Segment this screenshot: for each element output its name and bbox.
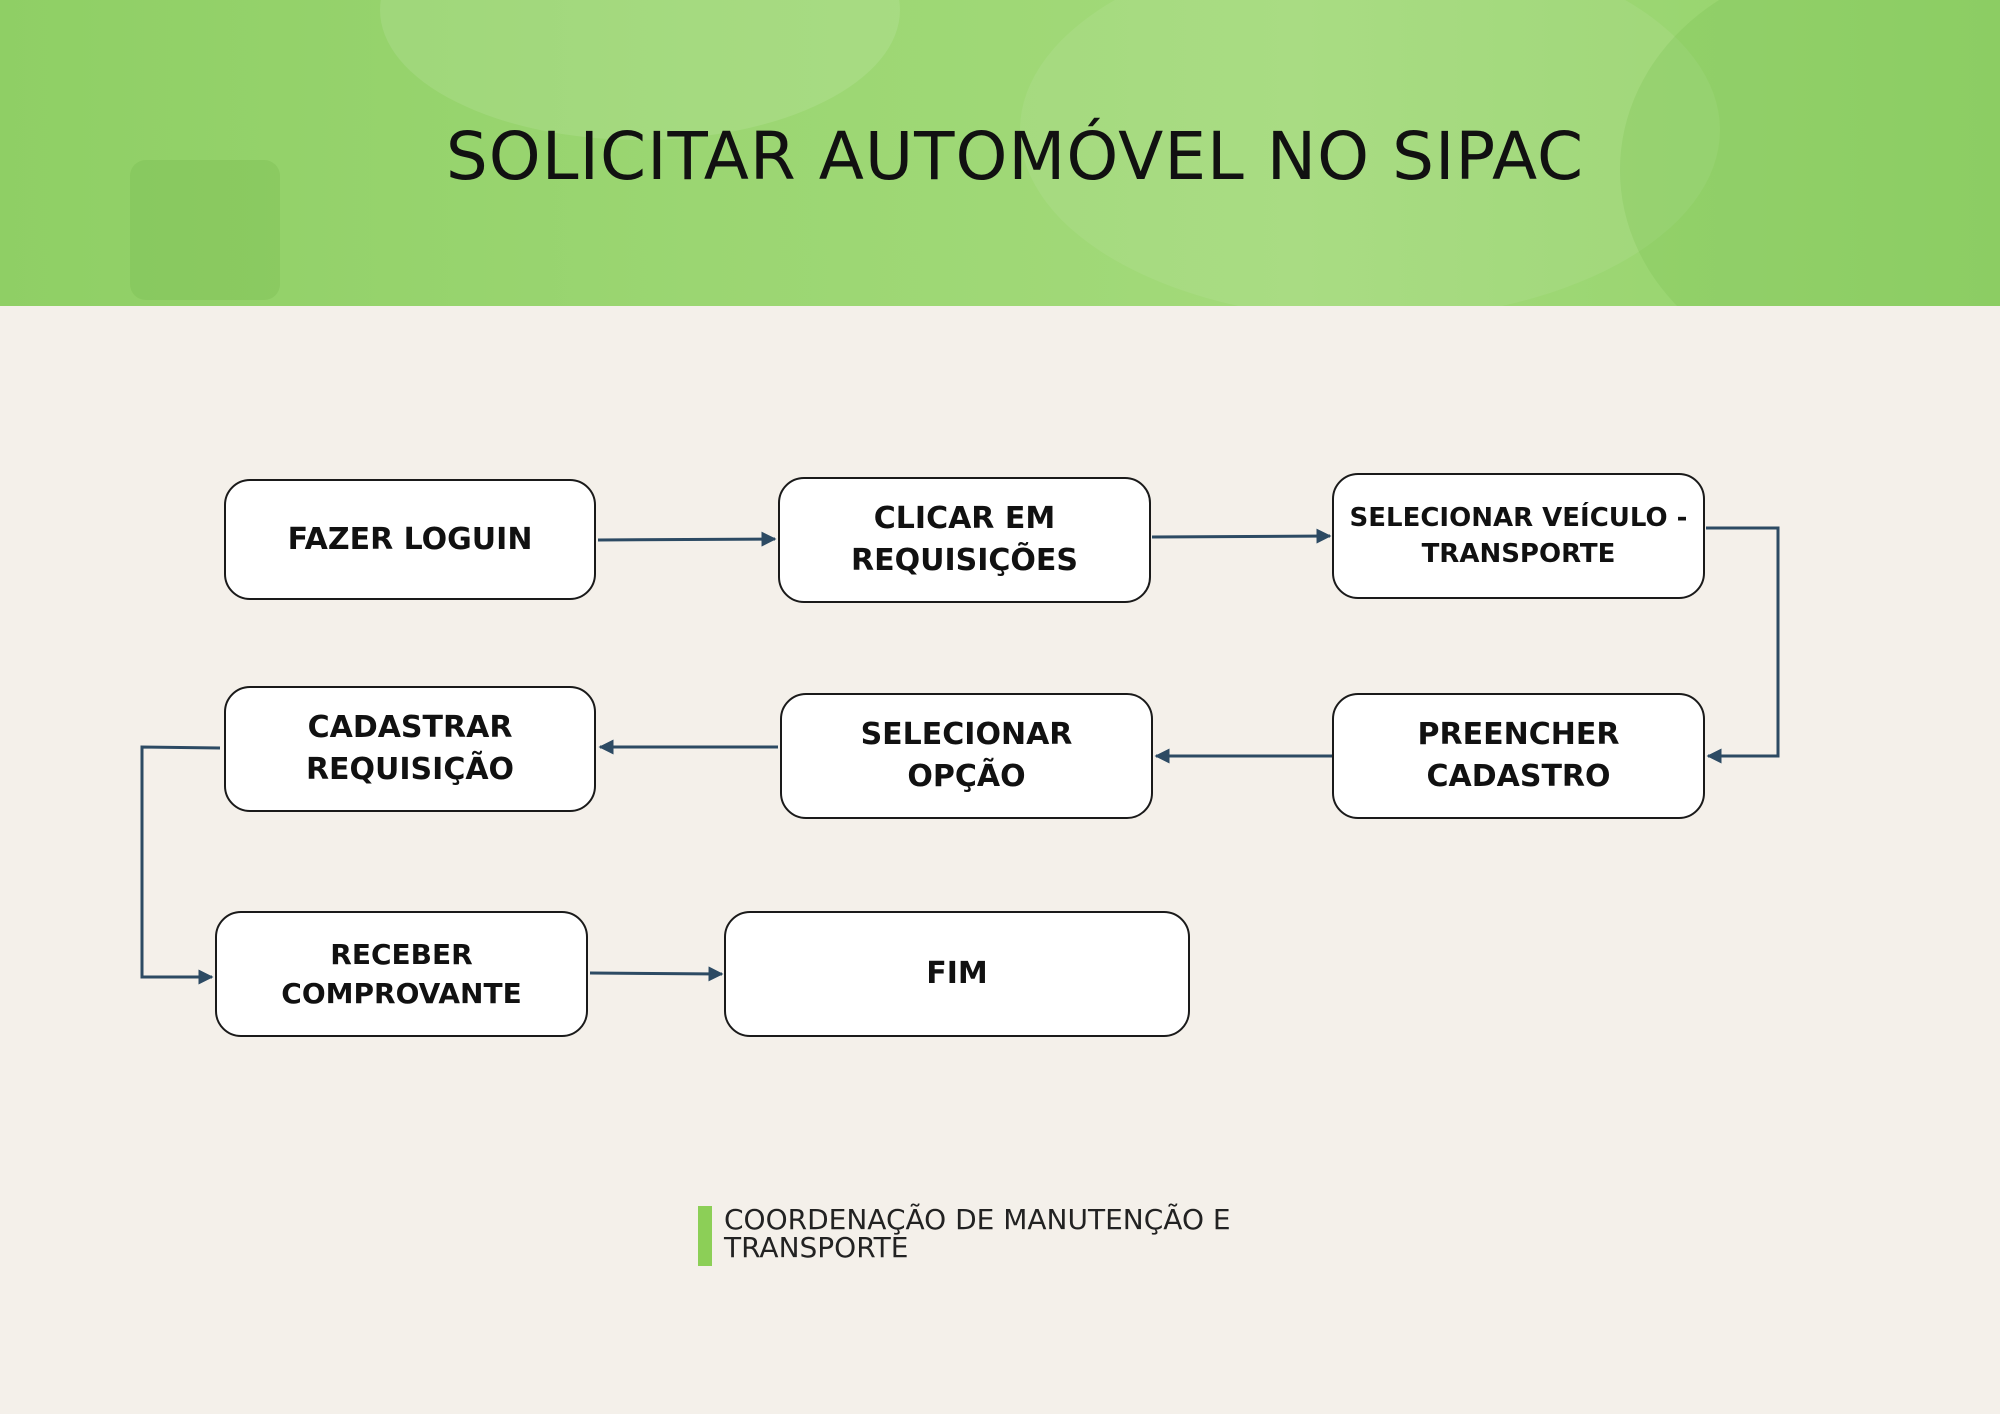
footer-text: COORDENAÇÃO DE MANUTENÇÃO E TRANSPORTE bbox=[724, 1203, 1231, 1264]
step-selecionar-veiculo-transporte: SELECIONAR VEÍCULO - TRANSPORTE bbox=[1332, 473, 1705, 599]
connector-arrow bbox=[589, 966, 724, 982]
connector-arrow bbox=[597, 531, 777, 547]
background-shape bbox=[130, 160, 280, 300]
background-shape bbox=[1020, 0, 1720, 306]
step-cadastrar-requisicao: CADASTRAR REQUISIÇÃO bbox=[224, 686, 596, 812]
step-preencher-cadastro: PREENCHER CADASTRO bbox=[1332, 693, 1705, 819]
background-shape bbox=[1620, 0, 2000, 306]
step-selecionar-opcao: SELECIONAR OPÇÃO bbox=[780, 693, 1153, 819]
header-banner bbox=[0, 0, 2000, 306]
step-fazer-loguin: FAZER LOGUIN bbox=[224, 479, 596, 600]
step-clicar-em-requisicoes: CLICAR EM REQUISIÇÕES bbox=[778, 477, 1151, 603]
footer-accent-bar bbox=[698, 1206, 712, 1266]
step-fim: FIM bbox=[724, 911, 1190, 1037]
page-title: SOLICITAR AUTOMÓVEL NO SIPAC bbox=[445, 118, 1585, 195]
step-receber-comprovante: RECEBER COMPROVANTE bbox=[215, 911, 588, 1037]
connector-arrow bbox=[1151, 528, 1332, 544]
connector-arrow bbox=[1706, 526, 1780, 764]
connector-arrow bbox=[140, 745, 221, 985]
